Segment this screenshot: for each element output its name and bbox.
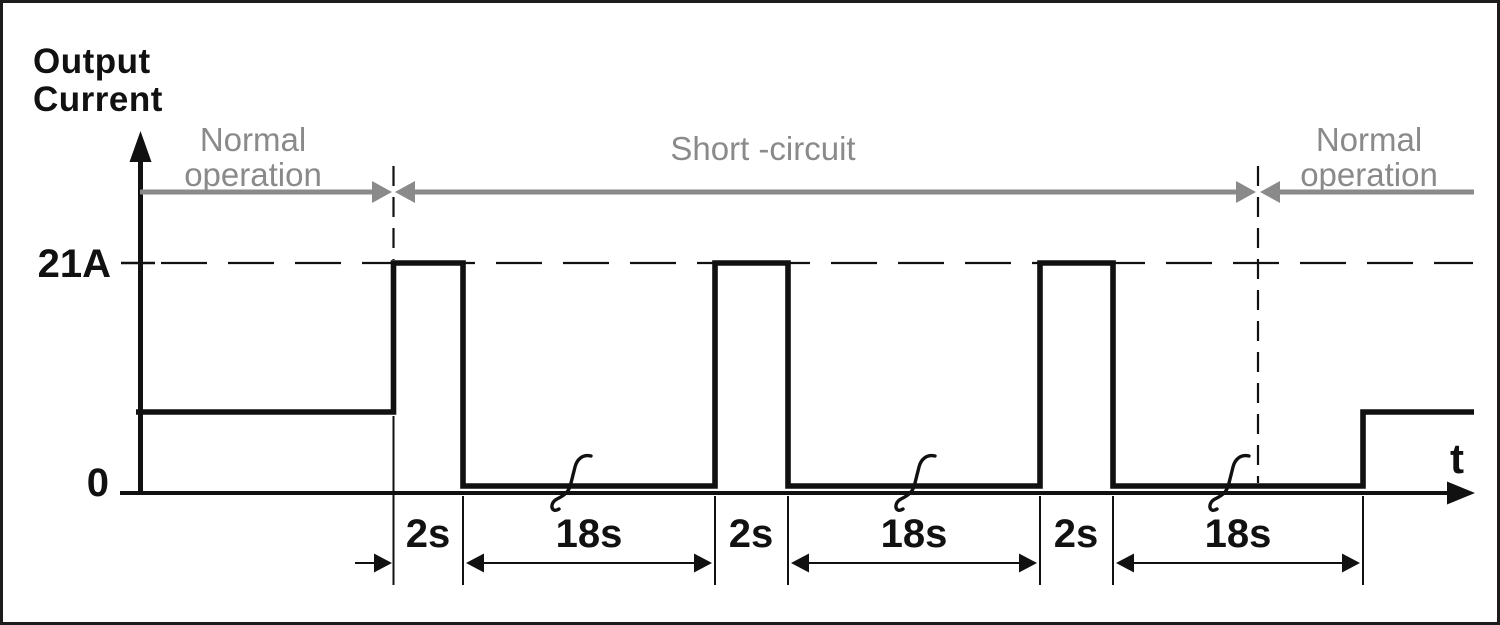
phase-label-line: Short -circuit xyxy=(670,130,856,167)
y-axis-max-label: 21A xyxy=(37,242,111,286)
y-axis-title: Output Current xyxy=(33,43,163,119)
time-break-icon xyxy=(894,453,937,512)
y-axis-arrow-icon xyxy=(129,131,152,162)
waveform-path xyxy=(136,260,1474,489)
dimension-arrow-icon xyxy=(791,553,809,573)
phase-label-short-circuit: Short -circuit xyxy=(603,131,923,166)
x-axis-arrow-icon xyxy=(1447,481,1475,505)
phase-span-arrow-left-icon xyxy=(395,181,415,203)
phase-span-arrow-left-icon xyxy=(1260,181,1280,203)
phase-span-arrow-right-icon xyxy=(1236,181,1256,203)
x-axis-label: t xyxy=(1450,435,1464,482)
dimension-arrow-icon xyxy=(1342,553,1360,573)
dimension-arrow-icon xyxy=(1116,553,1134,573)
duration-label-18s-3: 18s xyxy=(1204,512,1272,556)
diagram-canvas xyxy=(120,131,1475,585)
duration-label-2s-1: 2s xyxy=(405,512,451,556)
y-axis-title-line2: Current xyxy=(33,80,163,119)
duration-label-2s-3: 2s xyxy=(1053,512,1099,556)
phase-label-normal-right: Normal operation xyxy=(1265,122,1473,192)
phase-span-arrow-right-icon xyxy=(372,181,392,203)
phase-label-line: Normal xyxy=(1315,121,1423,158)
duration-label-2s-2: 2s xyxy=(728,512,774,556)
duration-label-18s-2: 18s xyxy=(880,512,948,556)
dimension-arrow-icon xyxy=(694,553,712,573)
time-break-icon xyxy=(1208,453,1251,512)
dimension-arrow-icon xyxy=(466,553,484,573)
y-axis-title-line1: Output xyxy=(33,42,151,81)
duration-label-18s-1: 18s xyxy=(555,512,623,556)
phase-label-line: operation xyxy=(1300,156,1438,193)
time-break-icon xyxy=(550,453,593,512)
y-axis-zero-label: 0 xyxy=(86,461,109,505)
dimension-arrow-icon xyxy=(1019,553,1037,573)
phase-label-line: Normal xyxy=(199,121,307,158)
phase-label-line: operation xyxy=(184,156,322,193)
dimension-arrow-icon xyxy=(374,553,392,573)
phase-label-normal-left: Normal operation xyxy=(149,122,357,192)
